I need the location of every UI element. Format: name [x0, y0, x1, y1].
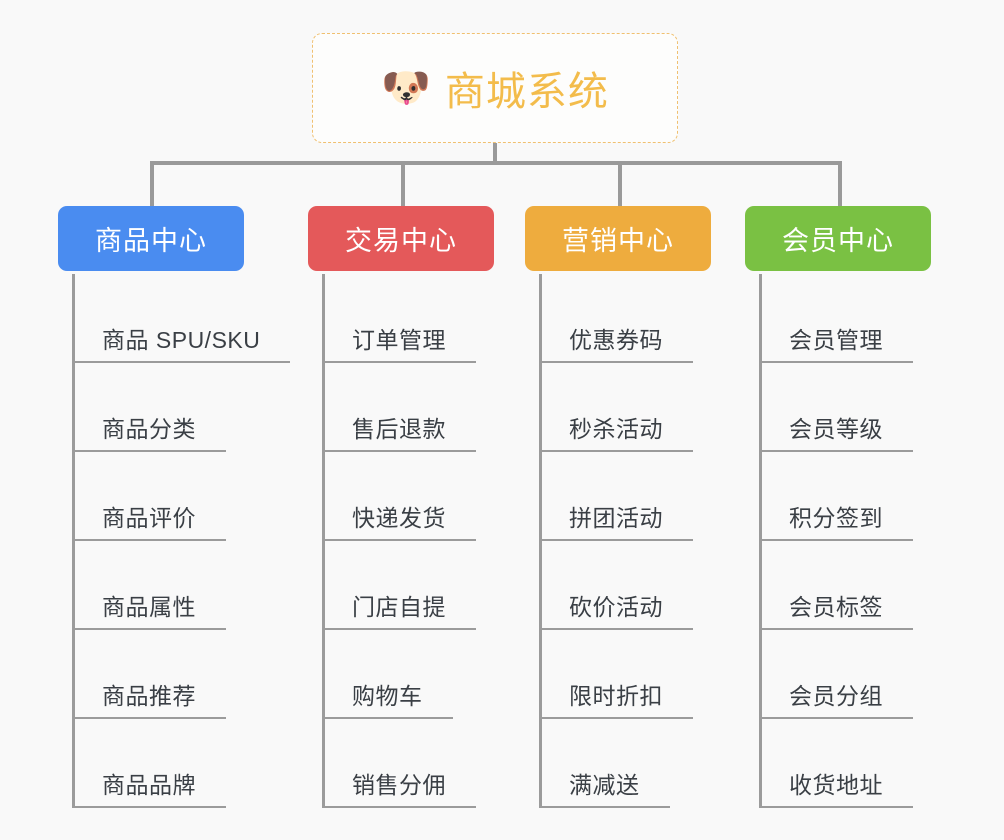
horizontal-bus-connector — [150, 161, 842, 165]
leaf-list-member-center: 会员管理会员等级积分签到会员标签会员分组收货地址 — [759, 274, 995, 808]
leaf-item[interactable]: 积分签到 — [759, 452, 995, 541]
leaf-item[interactable]: 会员分组 — [759, 630, 995, 719]
leaf-list-trade-center: 订单管理售后退款快递发货门店自提购物车销售分佣 — [322, 274, 558, 808]
branch-column-1: 商品中心商品 SPU/SKU 商品分类商品评价商品属性商品推荐商品品牌 — [58, 0, 308, 840]
leaf-item-label: 会员管理 — [759, 321, 913, 363]
leaf-item-label: 会员分组 — [759, 677, 913, 719]
branch-column-2: 交易中心订单管理售后退款快递发货门店自提购物车销售分佣 — [308, 0, 558, 840]
branch-column-3: 营销中心优惠券码秒杀活动拼团活动砍价活动限时折扣满减送 — [525, 0, 775, 840]
leaf-list-marketing-center: 优惠券码秒杀活动拼团活动砍价活动限时折扣满减送 — [539, 274, 775, 808]
category-box-trade-center[interactable]: 交易中心 — [308, 206, 494, 271]
leaf-item-label: 快递发货 — [322, 499, 476, 541]
drop-connector-member-center — [838, 163, 842, 206]
leaf-item-label: 售后退款 — [322, 410, 476, 452]
leaf-item[interactable]: 商品品牌 — [72, 719, 308, 808]
category-label: 会员中心 — [782, 226, 894, 256]
leaf-item-label: 积分签到 — [759, 499, 913, 541]
leaf-item[interactable]: 收货地址 — [759, 719, 995, 808]
leaf-item[interactable]: 商品分类 — [72, 363, 308, 452]
root-title: 商城系统 — [444, 70, 609, 114]
drop-connector-trade-center — [401, 163, 405, 206]
category-label: 商品中心 — [95, 226, 207, 256]
leaf-item[interactable]: 拼团活动 — [539, 452, 775, 541]
leaf-item[interactable]: 购物车 — [322, 630, 558, 719]
leaf-item[interactable]: 快递发货 — [322, 452, 558, 541]
leaf-item[interactable]: 门店自提 — [322, 541, 558, 630]
leaf-item[interactable]: 商品 SPU/SKU — [72, 274, 308, 363]
leaf-item[interactable]: 商品推荐 — [72, 630, 308, 719]
leaf-item[interactable]: 商品属性 — [72, 541, 308, 630]
leaf-item-label: 商品品牌 — [72, 766, 226, 808]
drop-connector-marketing-center — [618, 163, 622, 206]
leaf-item[interactable]: 限时折扣 — [539, 630, 775, 719]
leaf-item-label: 订单管理 — [322, 321, 476, 363]
category-label: 交易中心 — [345, 226, 457, 256]
leaf-item-label: 商品 SPU/SKU — [72, 321, 291, 363]
leaf-item[interactable]: 会员标签 — [759, 541, 995, 630]
leaf-item[interactable]: 优惠券码 — [539, 274, 775, 363]
leaf-item-label: 砍价活动 — [539, 588, 693, 630]
leaf-item[interactable]: 订单管理 — [322, 274, 558, 363]
leaf-item-label: 优惠券码 — [539, 321, 693, 363]
leaf-item[interactable]: 会员等级 — [759, 363, 995, 452]
leaf-item-label: 门店自提 — [322, 588, 476, 630]
category-box-marketing-center[interactable]: 营销中心 — [525, 206, 711, 271]
leaf-item[interactable]: 满减送 — [539, 719, 775, 808]
leaf-item-label: 商品评价 — [72, 499, 226, 541]
leaf-item[interactable]: 会员管理 — [759, 274, 995, 363]
dog-face-icon: 🐶 — [381, 66, 431, 110]
leaf-item[interactable]: 售后退款 — [322, 363, 558, 452]
leaf-item[interactable]: 销售分佣 — [322, 719, 558, 808]
leaf-item-label: 会员标签 — [759, 588, 913, 630]
leaf-item[interactable]: 砍价活动 — [539, 541, 775, 630]
leaf-item-label: 商品属性 — [72, 588, 226, 630]
leaf-item-label: 限时折扣 — [539, 677, 693, 719]
leaf-item-label: 销售分佣 — [322, 766, 476, 808]
root-node[interactable]: 🐶 商城系统 — [312, 33, 678, 143]
leaf-list-product-center: 商品 SPU/SKU 商品分类商品评价商品属性商品推荐商品品牌 — [72, 274, 308, 808]
category-box-product-center[interactable]: 商品中心 — [58, 206, 244, 271]
leaf-item[interactable]: 秒杀活动 — [539, 363, 775, 452]
root-stem-connector — [493, 143, 497, 164]
leaf-item-label: 秒杀活动 — [539, 410, 693, 452]
leaf-item-label: 商品分类 — [72, 410, 226, 452]
leaf-item-label: 拼团活动 — [539, 499, 693, 541]
category-box-member-center[interactable]: 会员中心 — [745, 206, 931, 271]
leaf-item-label: 满减送 — [539, 766, 670, 808]
category-label: 营销中心 — [562, 226, 674, 256]
leaf-item-label: 商品推荐 — [72, 677, 226, 719]
leaf-item-label: 会员等级 — [759, 410, 913, 452]
leaf-item[interactable]: 商品评价 — [72, 452, 308, 541]
leaf-item-label: 购物车 — [322, 677, 453, 719]
drop-connector-product-center — [150, 163, 154, 206]
branch-column-4: 会员中心会员管理会员等级积分签到会员标签会员分组收货地址 — [745, 0, 995, 840]
leaf-item-label: 收货地址 — [759, 766, 913, 808]
